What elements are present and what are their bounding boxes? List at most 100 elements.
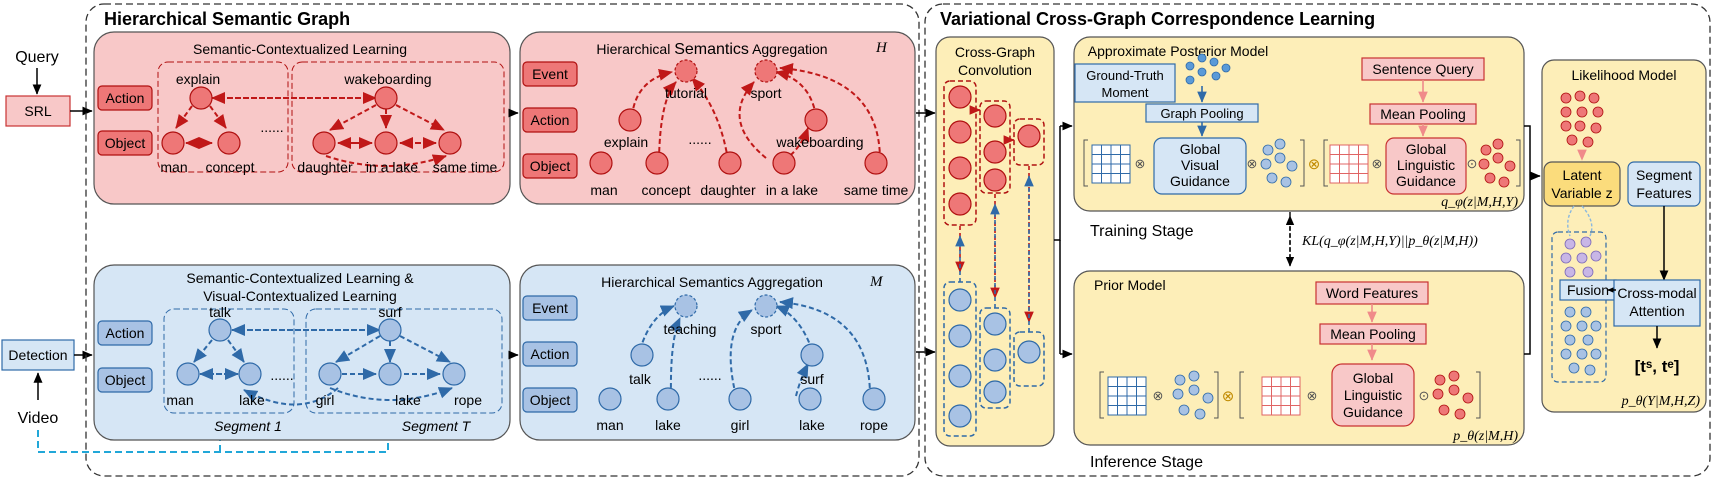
blue-word-man: man	[166, 392, 193, 408]
gvg-3: Guidance	[1170, 173, 1230, 189]
fusion-label: Fusion	[1567, 282, 1609, 298]
prior-linguistic-grid	[1261, 376, 1301, 416]
variational-learning-title: Variational Cross-Graph Correspondence L…	[940, 9, 1375, 29]
blue-hsa-title: Hierarchical Semantics Aggregation	[601, 274, 823, 290]
red-dots: ......	[260, 119, 283, 135]
blue-scl-title-2: Visual-Contextualized Learning	[203, 288, 397, 304]
red-word-in-a-lake: in a lake	[366, 159, 418, 175]
output-boundaries: [tˢ, tᵉ]	[1635, 357, 1680, 376]
variational-learning-panel	[924, 3, 1711, 477]
post-glg-3: Guidance	[1396, 173, 1456, 189]
red-hsa-title-suffix: Aggregation	[752, 41, 828, 57]
gt-moment-2: Moment	[1102, 85, 1149, 100]
blue-action-label: Action	[106, 325, 145, 341]
red-word-explain: explain	[176, 71, 220, 87]
red-hsa-box: Hierarchical Semantics Aggregation H Eve…	[519, 31, 916, 205]
cross-modal-2: Attention	[1629, 303, 1684, 319]
prior-model: Prior Model Word Features Mean Pooling ⊗…	[1073, 270, 1525, 446]
red-hsa-action-label: Action	[531, 112, 570, 128]
svg-text:⊗: ⊗	[1135, 156, 1146, 171]
post-glg-2: Linguistic	[1397, 157, 1455, 173]
cross-graph-convolution: Cross-Graph Convolution	[935, 36, 1055, 447]
inference-stage-label: Inference Stage	[1090, 454, 1203, 471]
prior-glg-3: Guidance	[1343, 404, 1403, 420]
prior-formula: p_θ(z|M,H)	[1452, 429, 1518, 444]
red-scl-box: Semantic-Contextualized Learning Action …	[93, 31, 511, 205]
red-word-same-time: same time	[433, 159, 498, 175]
red-action-explain: explain	[604, 134, 648, 150]
svg-text:⊗: ⊗	[1308, 156, 1321, 173]
red-word-concept: concept	[205, 159, 254, 175]
blue-event-sport: sport	[750, 321, 781, 337]
word-features-label: Word Features	[1326, 285, 1418, 301]
blue-word-lake-2: lake	[395, 392, 421, 408]
red-event-label: Event	[532, 66, 568, 82]
red-object-daughter: daughter	[700, 182, 756, 198]
hierarchical-semantic-graph-panel	[85, 3, 920, 477]
blue-scl-box: Semantic-Contextualized Learning & Visua…	[93, 264, 511, 441]
red-event-sport: sport	[750, 85, 781, 101]
prior-glg-2: Linguistic	[1344, 387, 1402, 403]
red-object-concept: concept	[641, 182, 690, 198]
approximate-posterior-model: Approximate Posterior Model Ground-Truth…	[1073, 36, 1525, 212]
blue-object-rope: rope	[860, 417, 888, 433]
svg-text:⊗: ⊗	[1307, 388, 1318, 403]
red-object-man: man	[590, 182, 617, 198]
likelihood-formula: p_θ(Y|M,H,Z)	[1621, 394, 1701, 409]
blue-hsa-object-label: Object	[530, 392, 571, 408]
likelihood-title: Likelihood Model	[1571, 67, 1676, 83]
blue-object-lake-2: lake	[799, 417, 825, 433]
training-stage-label: Training Stage	[1090, 223, 1194, 240]
prior-mean-pooling-label: Mean Pooling	[1330, 326, 1416, 342]
svg-text:⊙: ⊙	[1467, 156, 1478, 171]
cgc-title-1: Cross-Graph	[955, 44, 1035, 60]
video-label: Video	[18, 410, 59, 427]
blue-scl-title-1: Semantic-Contextualized Learning &	[186, 270, 414, 286]
blue-event-teaching: teaching	[664, 321, 717, 337]
red-word-wakeboarding: wakeboarding	[343, 71, 431, 87]
posterior-mean-pooling-label: Mean Pooling	[1380, 106, 1466, 122]
red-object-same-time: same time	[844, 182, 909, 198]
blue-word-lake: lake	[239, 392, 265, 408]
blue-hsa-dots: ......	[698, 367, 721, 383]
gvg-2: Visual	[1181, 157, 1219, 173]
red-hsa-title: Hierarchical Semantics Aggregation	[596, 41, 827, 58]
posterior-formula: q_φ(z|M,H,Y)	[1441, 195, 1518, 210]
red-hsa-symbol: H	[875, 40, 888, 56]
sentence-query-label: Sentence Query	[1372, 61, 1473, 77]
blue-word-girl: girl	[316, 392, 335, 408]
segment-features-2: Features	[1636, 185, 1691, 201]
red-object-in-a-lake: in a lake	[766, 182, 818, 198]
posterior-visual-grid	[1091, 144, 1131, 184]
red-scl-title: Semantic-Contextualized Learning	[193, 41, 407, 57]
likelihood-model: Likelihood Model Latent Variable z Segme…	[1541, 59, 1707, 413]
segment-features-1: Segment	[1636, 167, 1692, 183]
svg-text:⊙: ⊙	[1419, 388, 1430, 403]
post-glg-1: Global	[1406, 141, 1446, 157]
svg-text:⊗: ⊗	[1372, 156, 1383, 171]
blue-dots: ......	[270, 367, 293, 383]
red-event-tutorial: tutorial	[665, 85, 707, 101]
blue-hsa-symbol: M	[869, 274, 884, 290]
red-hsa-title-semantics: Semantics	[674, 41, 749, 58]
blue-action-surf: surf	[800, 371, 823, 387]
query-label: Query	[15, 49, 59, 66]
posterior-linguistic-grid	[1329, 144, 1369, 184]
blue-word-rope: rope	[454, 392, 482, 408]
blue-object-girl: girl	[731, 417, 750, 433]
red-hsa-title-prefix: Hierarchical	[596, 41, 670, 57]
prior-glg-1: Global	[1353, 370, 1393, 386]
blue-hsa-box: Hierarchical Semantics Aggregation M Eve…	[519, 264, 916, 441]
red-object-label: Object	[105, 135, 146, 151]
graph-pooling-label: Graph Pooling	[1160, 106, 1243, 121]
red-hsa-object-label: Object	[530, 158, 571, 174]
red-word-man: man	[160, 159, 187, 175]
segment-t-label: Segment T	[402, 418, 472, 434]
detection-label: Detection	[8, 347, 67, 363]
srl-label: SRL	[24, 103, 51, 119]
red-action-label: Action	[106, 90, 145, 106]
red-word-daughter: daughter	[297, 159, 353, 175]
blue-object-lake: lake	[655, 417, 681, 433]
latent-2: Variable z	[1551, 185, 1612, 201]
